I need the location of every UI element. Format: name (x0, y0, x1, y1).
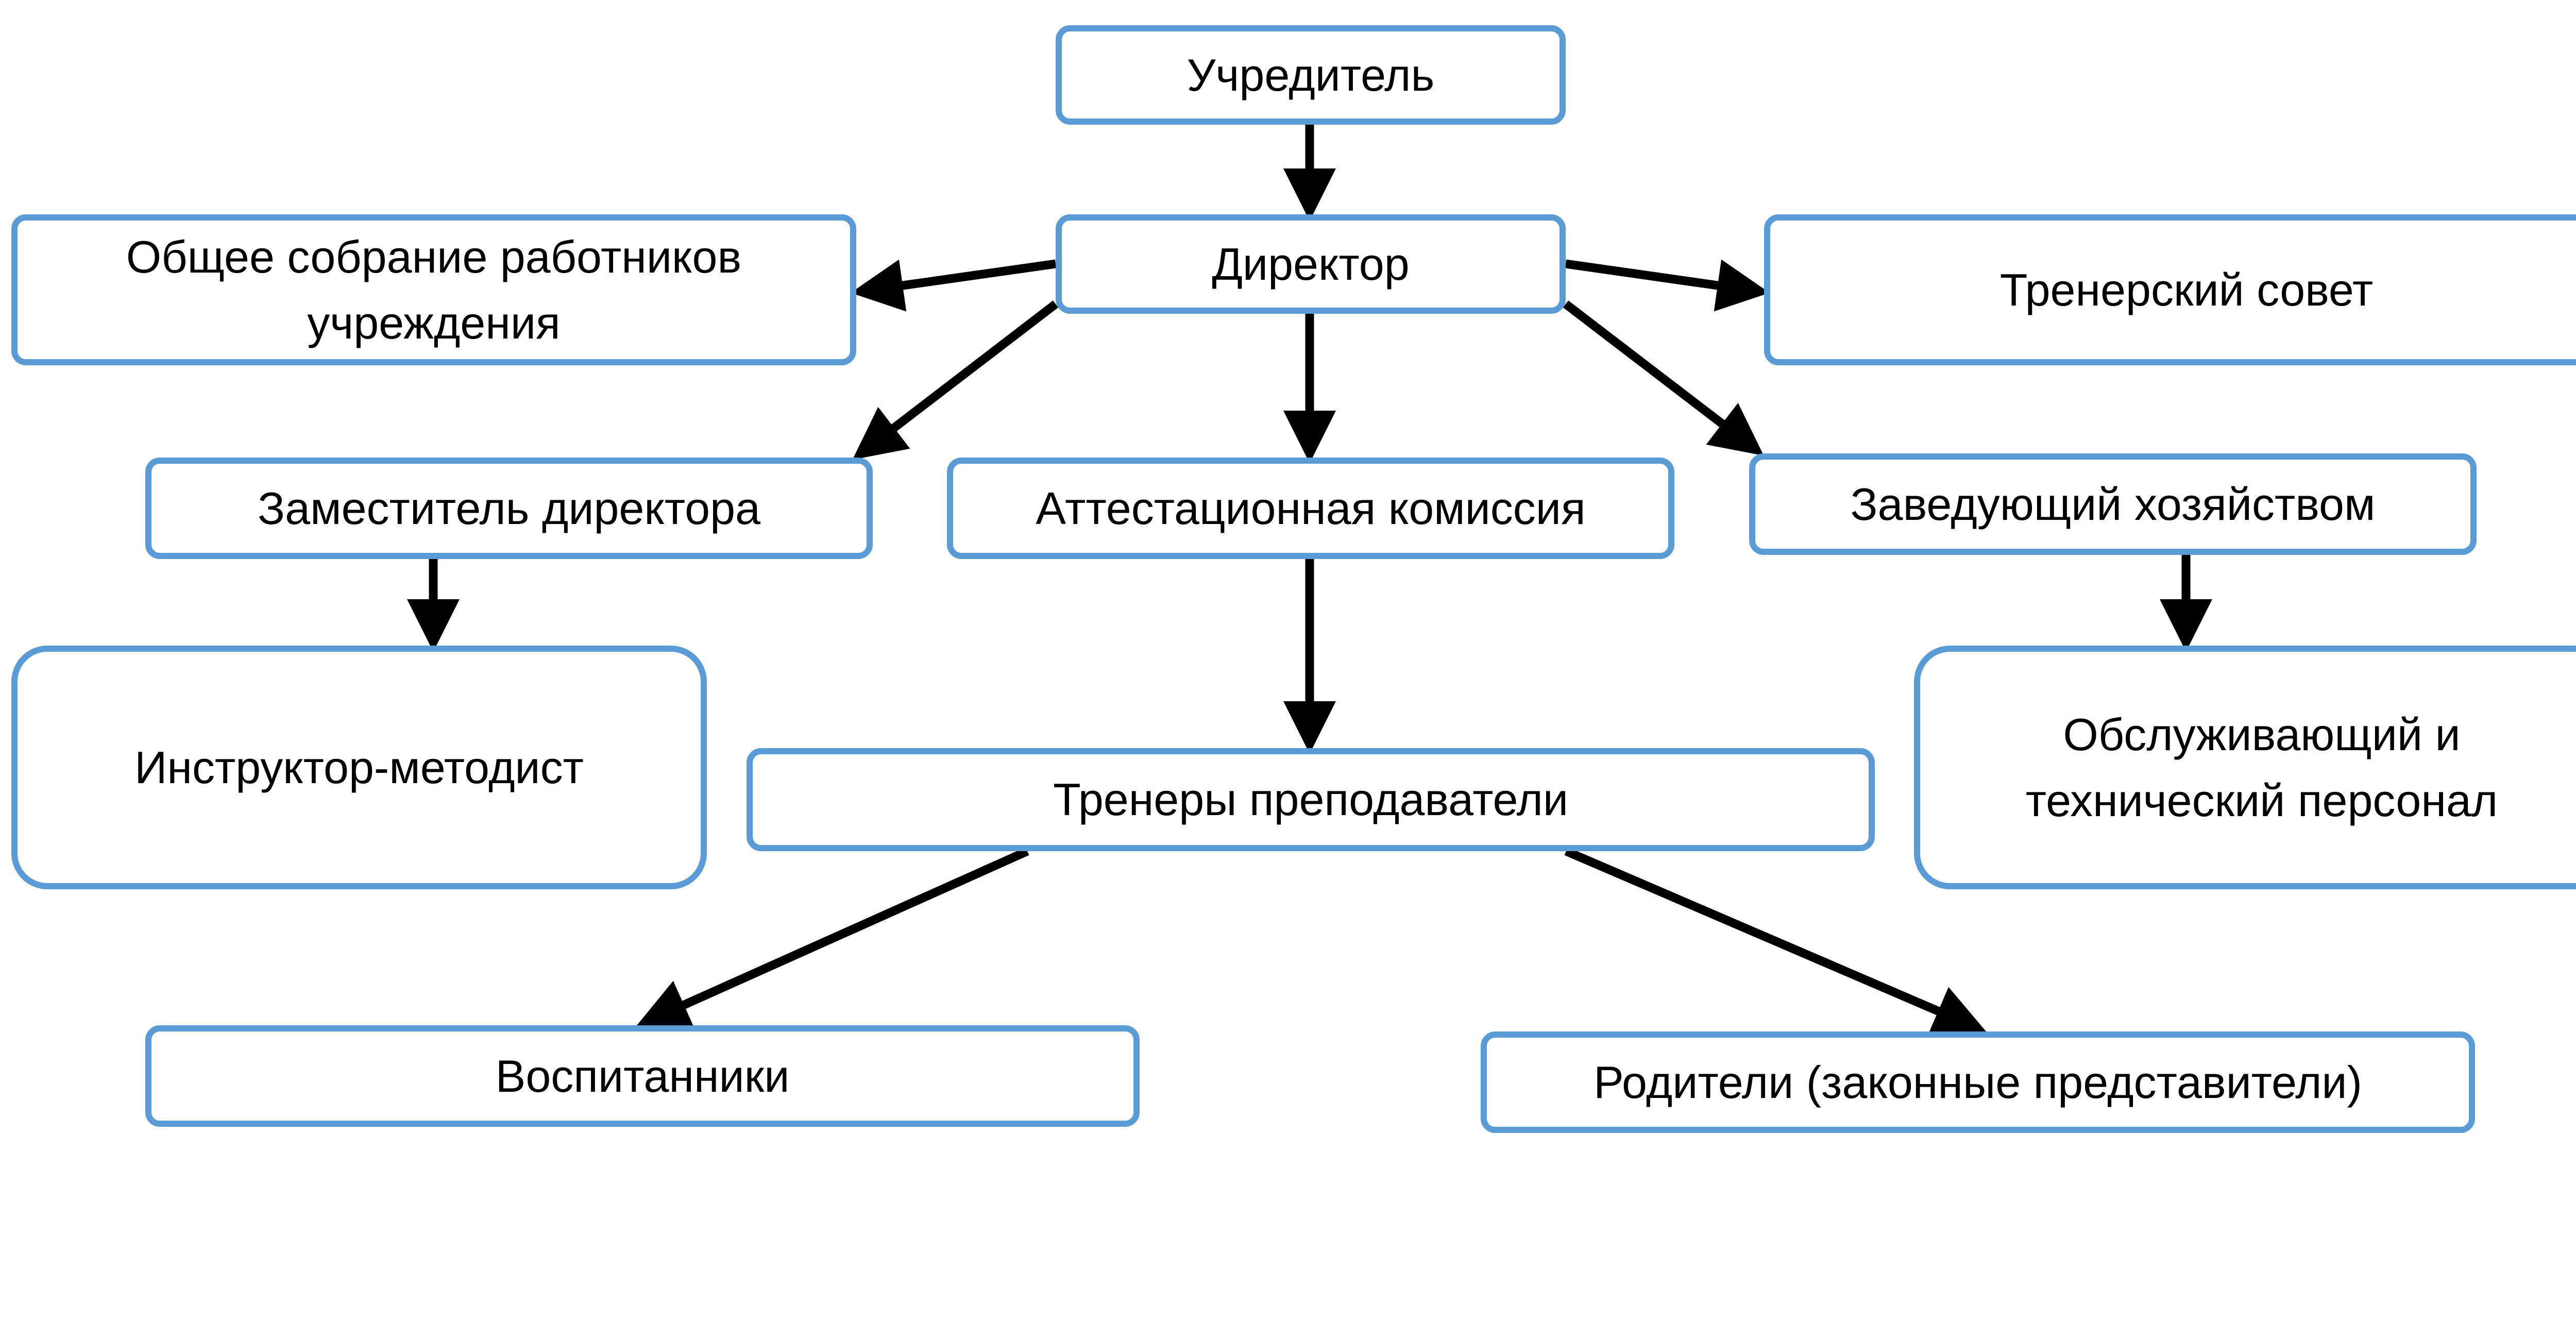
instructor-methodist-box: Инструктор-методист (11, 646, 707, 889)
arrow-director-to-coaching-council (1565, 259, 1770, 312)
founder-box: Учредитель (1056, 25, 1566, 125)
general-meeting-box: Общее собрание работников учреждения (11, 214, 856, 365)
director-label: Директор (1212, 238, 1410, 290)
deputy-director-label: Заместитель директора (258, 482, 760, 534)
deputy-director-box: Заместитель директора (145, 458, 873, 559)
coaching-council-label: Тренерский совет (1999, 264, 2374, 315)
coaching-council-box: Тренерский совет (1764, 214, 2576, 365)
arrow-trainers-to-pupils (636, 847, 1029, 1029)
supply-manager-box: Заведующий хозяйством (1749, 453, 2477, 555)
general-meeting-label: Общее собрание работников учреждения (126, 224, 742, 356)
arrow-director-to-deputy-director (852, 300, 1059, 460)
service-staff-box: Обслуживающий и технический персонал (1914, 646, 2576, 889)
instructor-methodist-label: Инструктор-методист (134, 741, 584, 793)
service-staff-label: Обслуживающий и технический персонал (2026, 702, 2498, 833)
director-box: Директор (1056, 214, 1566, 314)
service-staff-line-1: Обслуживающий и (2063, 708, 2461, 760)
trainers-label: Тренеры преподаватели (1053, 774, 1568, 825)
general-meeting-line-2: учреждения (307, 297, 561, 348)
pupils-label: Воспитанники (495, 1050, 790, 1102)
parents-label: Родители (законные представители) (1594, 1056, 2362, 1108)
arrow-director-to-general-meeting (851, 259, 1057, 312)
pupils-box: Воспитанники (145, 1025, 1140, 1127)
arrow-director-to-supply-manager (1563, 300, 1764, 456)
supply-manager-label: Заведующий хозяйством (1850, 478, 2376, 530)
parents-box: Родители (законные представители) (1481, 1031, 2475, 1133)
general-meeting-line-1: Общее собрание работников (126, 231, 742, 282)
arrow-trainers-to-parents (1564, 847, 1987, 1036)
attestation-commission-label: Аттестационная комиссия (1036, 482, 1586, 534)
service-staff-line-2: технический персонал (2025, 774, 2498, 826)
founder-label: Учредитель (1187, 49, 1435, 100)
trainers-box: Тренеры преподаватели (747, 748, 1875, 851)
attestation-commission-box: Аттестационная комиссия (947, 458, 1674, 559)
